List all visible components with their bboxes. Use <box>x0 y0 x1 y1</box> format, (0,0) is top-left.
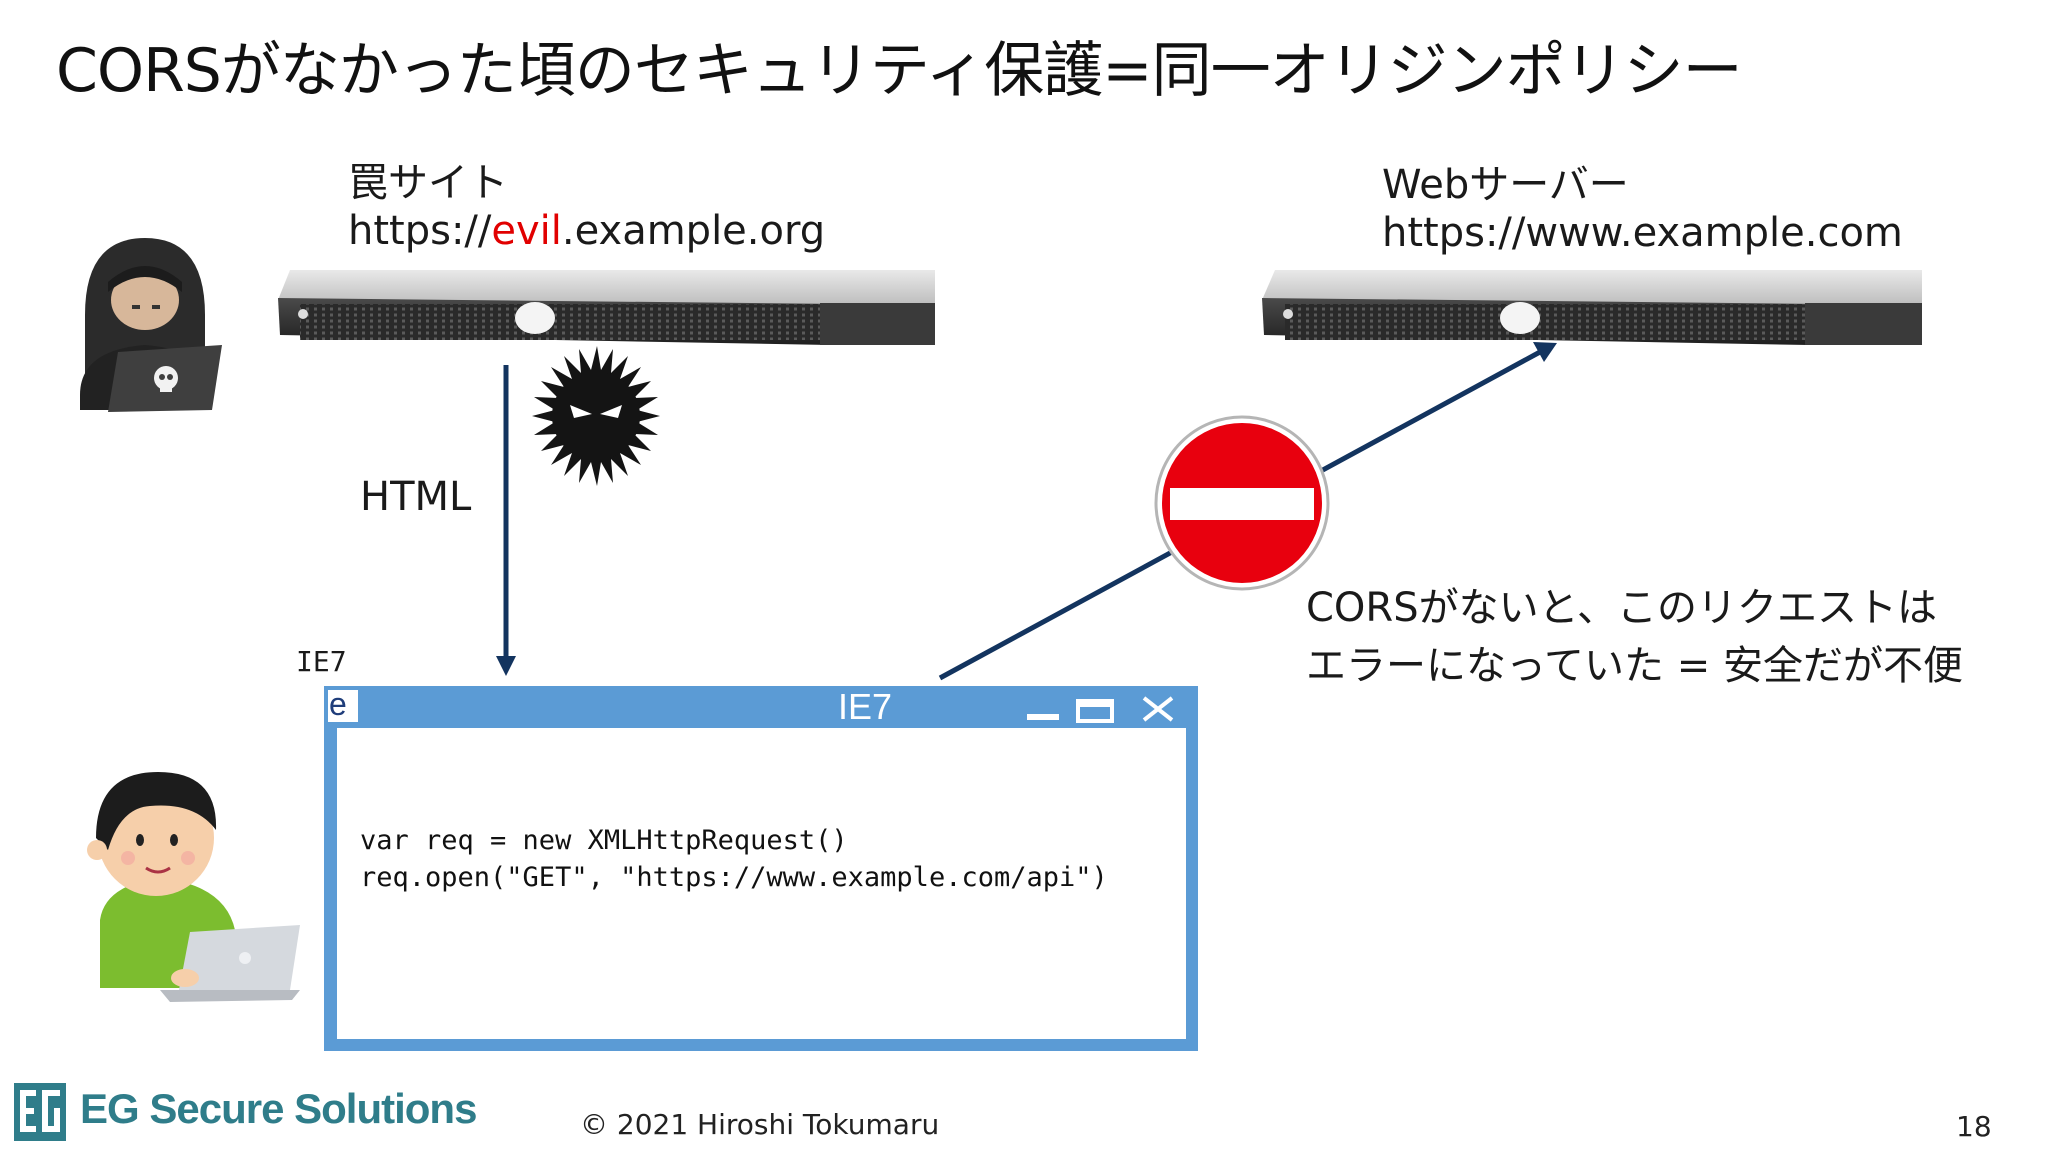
code-line-1: var req = new XMLHttpRequest() <box>360 825 848 856</box>
browser-caption: IE7 <box>296 645 347 678</box>
company-logo-text: EG Secure Solutions <box>80 1085 477 1132</box>
web-server-icon <box>1262 270 1922 345</box>
cors-note: CORSがないと、このリクエストは エラーになっていた = 安全だが不便 <box>1306 579 1963 695</box>
web-server-label: Webサーバー <box>1382 162 1629 208</box>
no-entry-sign-icon <box>1154 415 1330 591</box>
maximize-icon[interactable] <box>1076 699 1114 723</box>
trap-site-label: 罠サイト <box>348 160 508 206</box>
code-block: var req = new XMLHttpRequest() req.open(… <box>360 822 1108 896</box>
trap-site-url-prefix: https:// <box>348 208 492 254</box>
trap-server-icon <box>278 270 935 345</box>
html-arrow <box>496 365 516 676</box>
hacker-icon <box>80 238 222 412</box>
close-icon[interactable] <box>1142 696 1174 722</box>
slide-title: CORSがなかった頃のセキュリティ保護=同一オリジンポリシー <box>56 36 1743 106</box>
minimize-icon[interactable] <box>1027 714 1059 720</box>
company-logo-mark <box>14 1083 66 1141</box>
cors-note-line-2: エラーになっていた = 安全だが不便 <box>1306 643 1963 689</box>
cors-note-line-1: CORSがないと、このリクエストは <box>1306 585 1937 631</box>
html-label: HTML <box>360 474 472 520</box>
ie-logo-icon: e <box>329 686 347 722</box>
code-line-2: req.open("GET", "https://www.example.com… <box>360 862 1108 893</box>
web-server-url: https://www.example.com <box>1382 210 1903 256</box>
browser-window <box>324 686 1198 1051</box>
user-icon <box>87 772 300 1002</box>
trap-site-url-suffix: .example.org <box>561 208 826 254</box>
malware-icon <box>532 346 660 486</box>
copyright: © 2021 Hiroshi Tokumaru <box>580 1108 940 1141</box>
trap-site-url: https://evil.example.org <box>348 208 825 254</box>
trap-site-url-highlight: evil <box>491 208 562 254</box>
page-number: 18 <box>1956 1110 1992 1143</box>
browser-window-title: IE7 <box>838 686 893 727</box>
